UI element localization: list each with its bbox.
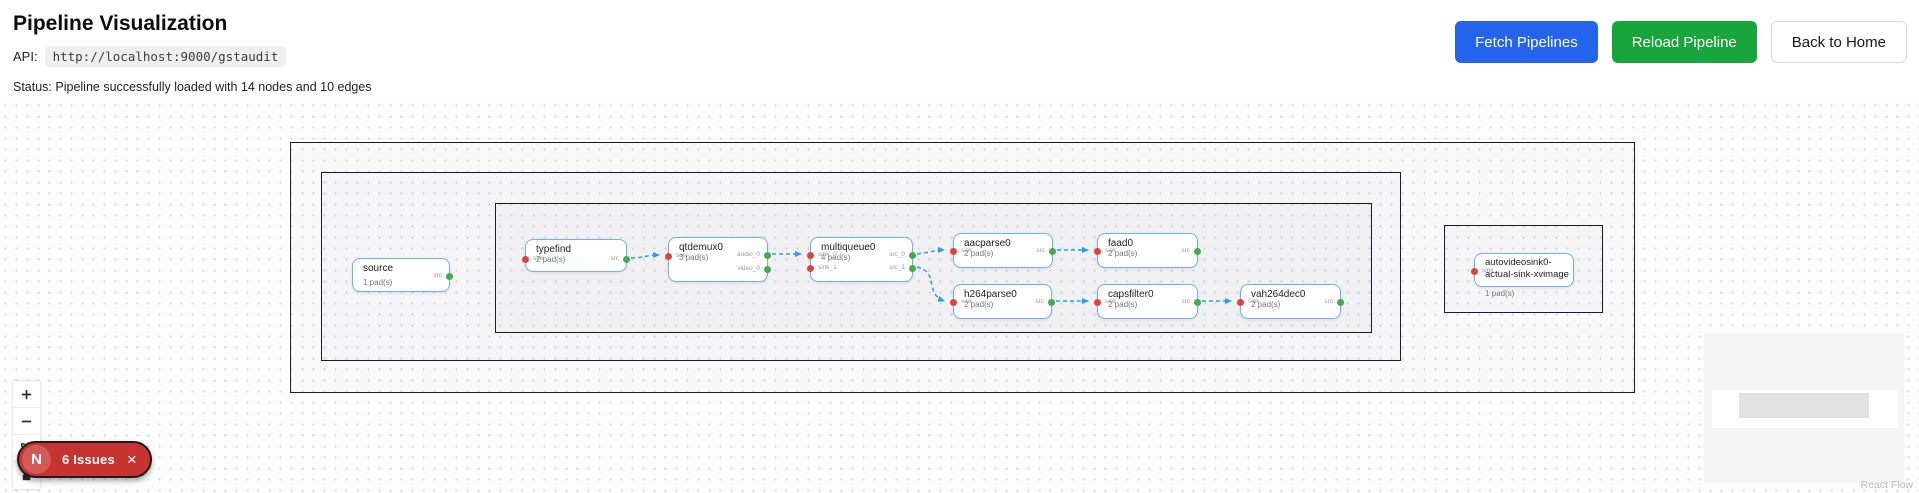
target-handle[interactable] [807, 264, 814, 272]
source-handle[interactable] [1194, 247, 1201, 255]
back-to-home-button[interactable]: Back to Home [1770, 21, 1907, 63]
target-handle[interactable] [522, 255, 529, 263]
node-pad-count: 1 pad(s) [1485, 289, 1515, 298]
node-pad-count: 1 pad(s) [363, 278, 393, 287]
node-pad-count: 2 pad(s) [1108, 249, 1138, 258]
group-node-bin-sink[interactable] [1444, 225, 1603, 313]
source-handle[interactable] [446, 272, 453, 280]
src-pad-label: video_0 [737, 265, 760, 272]
node-title: aacparse0 [964, 238, 1011, 249]
target-handle[interactable] [807, 251, 814, 259]
sink-pad-label: sink [1105, 247, 1117, 254]
target-handle[interactable] [950, 247, 957, 255]
node-pad-count: 3 pad(s) [679, 253, 709, 262]
group-node-bin-outer[interactable] [321, 172, 1401, 361]
issues-count-label: 6 Issues [62, 452, 115, 467]
src-pad-label: audio_0 [736, 251, 760, 258]
node-pad-count: 2 pad(s) [964, 249, 994, 258]
source-handle[interactable] [909, 251, 916, 259]
node-title: vah264dec0 [1251, 289, 1306, 300]
src-pad-label: src_0 [889, 251, 905, 258]
target-handle[interactable] [1094, 247, 1101, 255]
node-pad-count: 2 pad(s) [536, 255, 566, 264]
status-text: Status: Pipeline successfully loaded wit… [13, 80, 372, 94]
zoom-in-button[interactable] [13, 381, 40, 408]
src-pad-label: src [1181, 247, 1190, 254]
src-pad-label: src [1181, 298, 1190, 305]
src-pad-label: src [433, 272, 442, 279]
fetch-pipelines-button[interactable]: Fetch Pipelines [1455, 21, 1598, 63]
src-pad-label: src [1036, 247, 1045, 254]
node-title: typefind [536, 244, 572, 255]
target-handle[interactable] [950, 298, 957, 306]
sink-pad-label: sink [1482, 267, 1494, 274]
node-title: autovideosink0-actual-sink-xvimage [1485, 257, 1569, 280]
node-title: capsfilter0 [1108, 289, 1154, 300]
api-label: API: [13, 49, 38, 64]
api-line: API: http://localhost:9000/gstaudit [13, 46, 287, 67]
page-title: Pipeline Visualization [13, 12, 228, 35]
node-title: source [363, 263, 394, 274]
flow-node-source[interactable]: source 1 pad(s) src [352, 258, 453, 292]
header-buttons: Fetch Pipelines Reload Pipeline Back to … [1455, 21, 1907, 63]
nextjs-logo-icon: N [22, 445, 51, 474]
src-pad-label: src [610, 255, 619, 262]
close-icon[interactable]: × [126, 450, 137, 469]
minus-icon [19, 414, 34, 429]
node-title: h264parse0 [964, 289, 1017, 300]
flow-node-autovideosink0-actual-sink-xvimage[interactable]: autovideosink0-actual-sink-xvimage 1 pad(… [1471, 253, 1574, 298]
node-pad-count: 2 pad(s) [1251, 300, 1281, 309]
source-handle[interactable] [1337, 298, 1344, 306]
plus-icon [19, 387, 34, 402]
node-pad-count: 2 pad(s) [1108, 300, 1138, 309]
group-node-bin-inner[interactable] [495, 203, 1372, 333]
source-handle[interactable] [909, 264, 916, 272]
target-handle[interactable] [665, 252, 672, 260]
node-pad-count: 2 pad(s) [964, 300, 994, 309]
page-header: Pipeline Visualization API: http://local… [0, 0, 1919, 100]
sink-pad-label: sink [676, 252, 688, 259]
source-handle[interactable] [764, 265, 771, 273]
reload-pipeline-button[interactable]: Reload Pipeline [1611, 21, 1757, 63]
source-handle[interactable] [1049, 247, 1056, 255]
sink-pad-label: sink [961, 298, 973, 305]
zoom-out-button[interactable] [13, 408, 40, 435]
api-url: http://localhost:9000/gstaudit [44, 46, 287, 67]
src-pad-label: src [1035, 298, 1044, 305]
src-pad-label: src_1 [889, 264, 905, 271]
source-handle[interactable] [1194, 298, 1201, 306]
target-handle[interactable] [1237, 298, 1244, 306]
sink-pad-label: sink [533, 255, 545, 262]
node-title: multiqueue0 [821, 242, 876, 253]
source-handle[interactable] [764, 251, 771, 259]
src-pad-label: src [1324, 298, 1333, 305]
sink-pad-label: sink_1 [818, 264, 837, 271]
dev-issues-badge[interactable]: N 6 Issues × [17, 441, 152, 478]
sink-pad-label: sink [961, 247, 973, 254]
sink-pad-label: sink [1105, 298, 1117, 305]
node-pad-count: 4 pad(s) [821, 253, 851, 262]
target-handle[interactable] [1471, 267, 1478, 275]
minimap[interactable] [1704, 333, 1904, 483]
source-handle[interactable] [1048, 298, 1055, 306]
minimap-nodes-rect [1739, 393, 1869, 418]
sink-pad-label: sink [1248, 298, 1260, 305]
target-handle[interactable] [1094, 298, 1101, 306]
node-title: faad0 [1108, 238, 1134, 249]
group-node-pipeline[interactable] [290, 142, 1635, 393]
sink-pad-label: sink_0 [818, 251, 837, 258]
node-title: qtdemux0 [679, 242, 723, 253]
source-handle[interactable] [623, 255, 630, 263]
react-flow-attribution: React Flow [1860, 479, 1913, 491]
